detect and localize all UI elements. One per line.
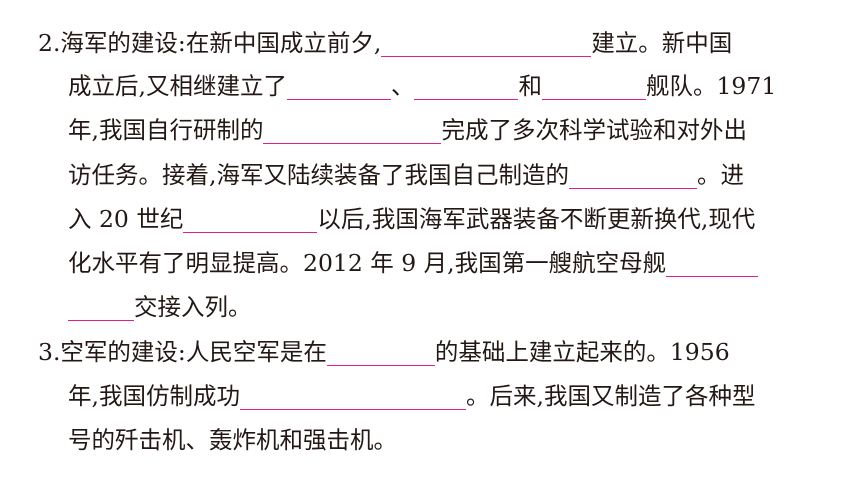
- q2-text: 和: [518, 72, 542, 100]
- q2-text: 入 20 世纪: [68, 205, 184, 233]
- q2-text: 完成了多次科学试验和对外出: [441, 116, 747, 144]
- q2-text: 以后,我国海军武器装备不断更新换代,现代: [317, 205, 756, 233]
- q3-blank-1[interactable]: [326, 343, 435, 366]
- q2-number: 2.: [38, 29, 61, 57]
- q2-blank-4[interactable]: [541, 77, 646, 100]
- q3-text: 的基础上建立起来的。1956: [434, 338, 730, 366]
- q3-number: 3.: [38, 338, 61, 366]
- q2-line-3: 年,我国自行研制的 完成了多次科学试验和对外出: [68, 111, 747, 149]
- q2-text: 交接入列。: [134, 293, 252, 321]
- q3-text: 号的歼击机、轰炸机和强击机。: [68, 426, 397, 454]
- q2-line-1: 2.海军的建设:在新中国成立前夕, 建立。新中国: [38, 24, 732, 62]
- q2-blank-1[interactable]: [381, 34, 592, 57]
- q2-line-5: 入 20 世纪 以后,我国海军武器装备不断更新换代,现代: [68, 200, 755, 238]
- q2-blank-8-continued[interactable]: [68, 298, 134, 321]
- q2-heading: 海军的建设:在新中国成立前夕,: [60, 29, 382, 57]
- q2-text: 舰队。1971: [645, 72, 777, 100]
- q2-line-2: 成立后,又相继建立了 、 和 舰队。1971: [68, 67, 776, 105]
- q2-line-7: 交接入列。: [68, 288, 252, 326]
- q3-blank-2[interactable]: [239, 387, 466, 410]
- q2-blank-5[interactable]: [263, 121, 442, 144]
- q2-blank-7[interactable]: [183, 210, 318, 233]
- q2-blank-3[interactable]: [414, 77, 519, 100]
- q2-text: 年,我国自行研制的: [68, 116, 264, 144]
- q2-text: 、: [390, 72, 415, 100]
- q2-text: 。进: [696, 161, 744, 189]
- q2-blank-2[interactable]: [286, 77, 391, 100]
- q3-line-1: 3.空军的建设:人民空军是在 的基础上建立起来的。1956: [38, 333, 730, 371]
- q2-blank-8[interactable]: [666, 254, 759, 277]
- q3-heading: 空军的建设:人民空军是在: [60, 338, 327, 366]
- q2-text: 化水平有了明显提高。2012 年 9 月,我国第一艘航空母舰: [68, 249, 667, 277]
- q2-text: 访任务。接着,海军又陆续装备了我国自己制造的: [68, 161, 569, 189]
- q2-line-4: 访任务。接着,海军又陆续装备了我国自己制造的 。进: [68, 156, 744, 194]
- q2-text: 建立。新中国: [591, 29, 733, 57]
- q2-line-6: 化水平有了明显提高。2012 年 9 月,我国第一艘航空母舰: [68, 244, 759, 282]
- q3-line-3: 号的歼击机、轰炸机和强击机。: [68, 421, 397, 459]
- q3-text: 年,我国仿制成功: [68, 382, 240, 410]
- q2-blank-6[interactable]: [568, 166, 697, 189]
- q2-text: 成立后,又相继建立了: [68, 72, 287, 100]
- q3-line-2: 年,我国仿制成功 。后来,我国又制造了各种型: [68, 377, 755, 415]
- q3-text: 。后来,我国又制造了各种型: [465, 382, 756, 410]
